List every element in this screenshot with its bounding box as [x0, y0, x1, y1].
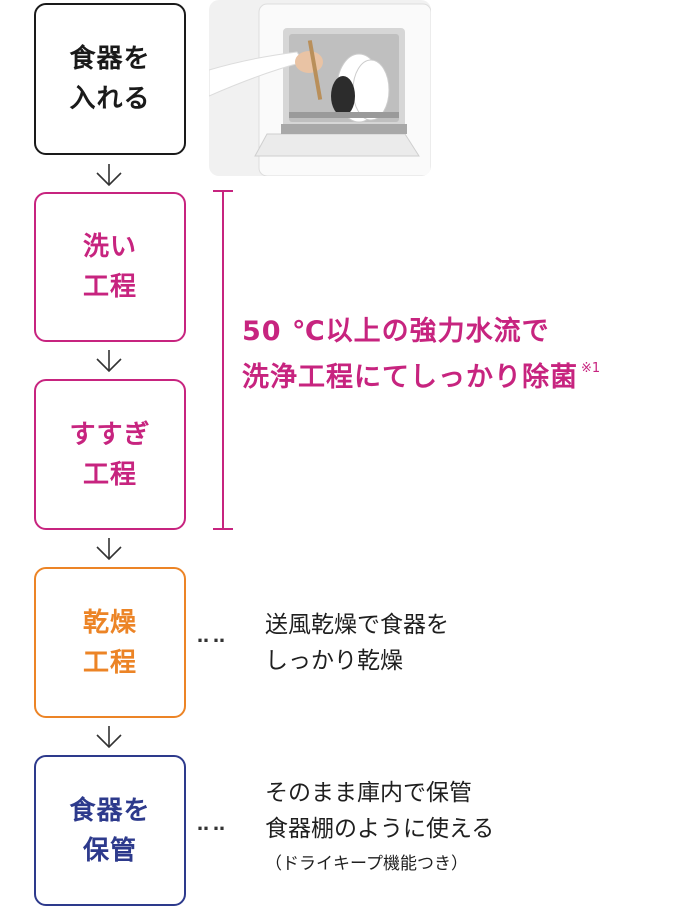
step-wash: 洗い 工程	[34, 192, 186, 342]
store-desc-line2: 食器棚のように使える	[265, 816, 495, 842]
step-rinse-line1: すすぎ	[69, 419, 151, 450]
step-rinse: すすぎ 工程	[34, 379, 186, 530]
dishwasher-loading-photo	[209, 0, 431, 176]
wash-rinse-bracket	[213, 190, 233, 530]
dry-desc-line1: 送風乾燥で食器を	[265, 612, 449, 638]
step-load-dishes: 食器を 入れる	[34, 3, 186, 155]
footnote-marker: ※1	[581, 361, 601, 376]
step-dry: 乾燥 工程	[34, 567, 186, 718]
chevron-down-arrow-icon	[96, 350, 122, 373]
step-dry-line1: 乾燥	[82, 607, 137, 638]
chevron-down-arrow-icon	[96, 538, 122, 561]
dry-description: 送風乾燥で食器を しっかり乾燥	[265, 607, 449, 679]
step-store: 食器を 保管	[34, 755, 186, 906]
dry-leader-dots: ‥‥	[197, 626, 230, 647]
step-wash-line1: 洗い	[82, 232, 137, 262]
step-load-line1: 食器を	[69, 44, 151, 74]
wash-desc-line2-text: 洗浄工程にてしっかり除菌	[242, 362, 578, 393]
chevron-down-arrow-icon	[96, 164, 122, 187]
store-description: そのまま庫内で保管 食器棚のように使える （ドライキープ機能つき）	[265, 775, 494, 877]
step-dry-line2: 工程	[82, 647, 137, 678]
step-rinse-line2: 工程	[82, 459, 137, 490]
wash-desc-line2: 洗浄工程にてしっかり除菌※1	[242, 350, 600, 396]
wash-desc-line1: 50 ℃以上の強力水流で	[242, 316, 550, 347]
dry-desc-line2: しっかり乾燥	[265, 648, 403, 674]
wash-rinse-description: 50 ℃以上の強力水流で 洗浄工程にてしっかり除菌※1	[242, 313, 600, 396]
step-wash-line2: 工程	[82, 272, 137, 302]
step-load-line2: 入れる	[69, 84, 151, 114]
chevron-down-arrow-icon	[96, 726, 122, 749]
store-desc-line1: そのまま庫内で保管	[265, 780, 472, 806]
step-store-line1: 食器を	[69, 795, 151, 826]
step-store-line2: 保管	[82, 835, 137, 866]
store-leader-dots: ‥‥	[197, 814, 230, 835]
store-desc-line3: （ドライキープ機能つき）	[265, 854, 468, 874]
